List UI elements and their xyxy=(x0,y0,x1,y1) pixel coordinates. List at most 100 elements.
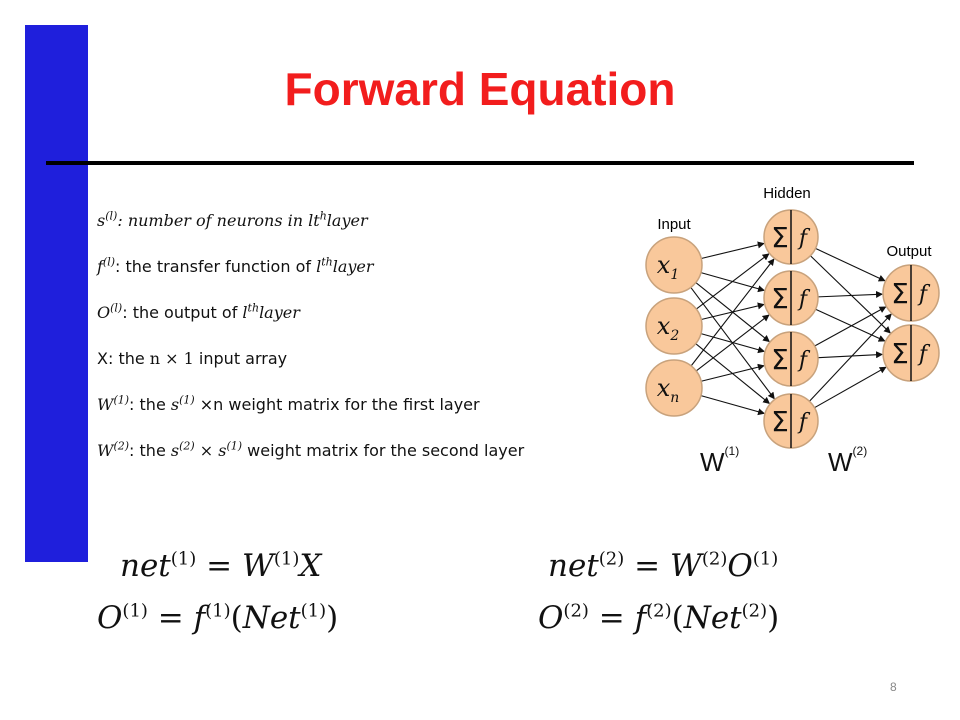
weight-w1-sup: (1) xyxy=(725,444,740,458)
def-text: : the output of xyxy=(122,303,243,322)
eq-sup: (1) xyxy=(752,548,779,570)
eq-sup: (2) xyxy=(563,600,589,622)
def-sup: (2) xyxy=(113,439,130,453)
eq-paren: ) xyxy=(767,600,780,636)
def-text2: weight matrix for the second layer xyxy=(242,441,525,460)
eq-paren: ( xyxy=(230,600,243,636)
definition-input-array: X: the n × 1 input array xyxy=(97,346,657,392)
def-sup2: th xyxy=(321,255,333,269)
def-text2: layer xyxy=(332,257,374,276)
def-sup: (l) xyxy=(110,301,123,315)
definition-transfer-function: f(l): the transfer function of lthlayer xyxy=(97,254,657,300)
def-var: f xyxy=(97,257,103,276)
eq-term: X xyxy=(299,548,322,584)
connection-arrow xyxy=(817,351,884,359)
connection-arrow xyxy=(817,290,884,298)
definition-output: O(l): the output of lthlayer xyxy=(97,300,657,346)
eq-term: net xyxy=(120,548,171,584)
eq-sup: (2) xyxy=(701,548,728,570)
title-divider xyxy=(46,161,914,165)
definition-w2: W(2): the s(2) × s(1) weight matrix for … xyxy=(97,438,657,484)
sum-symbol: Σ xyxy=(771,343,789,376)
connection-arrow xyxy=(815,247,886,282)
equation-o1: O(1) = f(1)(Net(1)) xyxy=(97,600,338,636)
def-sup2: th xyxy=(247,301,260,315)
weight-w2-sup: (2) xyxy=(853,444,868,458)
eq-equals: = xyxy=(588,600,635,636)
connection-arrow xyxy=(815,308,886,342)
def-var2: l xyxy=(242,303,248,322)
input-node: xn xyxy=(645,359,703,417)
equation-net2: net(2) = W(2)O(1) xyxy=(548,548,778,584)
def-text: : the xyxy=(129,395,171,414)
slide-title: Forward Equation xyxy=(284,63,676,115)
equation-o2: O(2) = f(2)(Net(2)) xyxy=(538,600,779,636)
input-layer-label: Input xyxy=(657,216,691,233)
input-node-subscript: n xyxy=(670,390,679,406)
def-sup2: (1) xyxy=(179,393,195,407)
connection-arrows xyxy=(690,241,892,416)
eq-term: O xyxy=(97,600,123,636)
definitions-list: s(l): number of neurons in lthlayer f(l)… xyxy=(97,208,657,484)
eq-paren: ( xyxy=(671,600,684,636)
weight-label-w2: W(2) xyxy=(828,444,867,477)
eq-term: Net xyxy=(242,600,301,636)
left-accent-bar xyxy=(25,25,88,562)
eq-term: net xyxy=(548,548,599,584)
eq-equals: = xyxy=(147,600,194,636)
def-text2: layer xyxy=(259,303,300,322)
eq-paren: ) xyxy=(326,600,339,636)
connection-arrow xyxy=(814,306,887,347)
def-var3: s xyxy=(218,441,227,460)
def-text: X: the xyxy=(97,349,150,368)
def-var2: l xyxy=(316,257,322,276)
eq-term: W xyxy=(241,548,274,584)
eq-term: O xyxy=(727,548,753,584)
input-node-circle xyxy=(645,297,703,355)
eq-sup: (1) xyxy=(300,600,327,622)
definition-w1: W(1): the s(1) ×n weight matrix for the … xyxy=(97,392,657,438)
input-node: x2 xyxy=(645,297,703,355)
connection-arrow xyxy=(700,395,766,416)
weight-w1-var: W xyxy=(700,447,725,477)
sum-symbol: Σ xyxy=(771,282,789,315)
eq-term: f xyxy=(634,600,647,636)
eq-sup: (2) xyxy=(646,600,672,622)
def-text: : the transfer function of xyxy=(115,257,317,276)
eq-sup: (2) xyxy=(741,600,768,622)
connection-arrow xyxy=(814,366,887,409)
def-sup: (l) xyxy=(102,255,116,269)
connection-arrow xyxy=(695,314,770,372)
weight-label-w1: W(1) xyxy=(700,444,739,477)
def-sup: (1) xyxy=(113,393,130,407)
def-text: number of neurons in lt xyxy=(127,211,320,230)
input-node-subscript: 2 xyxy=(669,328,679,344)
def-colon: : xyxy=(117,211,123,230)
eq-sup: (1) xyxy=(122,600,148,622)
eq-sup: (1) xyxy=(170,548,197,570)
page-number: 8 xyxy=(890,680,897,694)
sum-symbol: Σ xyxy=(891,337,909,370)
def-sup3: (1) xyxy=(226,439,243,453)
connection-arrow xyxy=(809,313,892,402)
connection-arrow xyxy=(695,253,770,310)
def-var: W xyxy=(97,441,114,460)
weight-w2-var: W xyxy=(828,447,853,477)
def-text2: ×n weight matrix for the first layer xyxy=(194,395,480,414)
input-node: x1 xyxy=(645,236,703,294)
def-mid: × xyxy=(194,441,219,460)
def-var2: s xyxy=(170,395,180,414)
eq-equals: = xyxy=(196,548,242,584)
eq-term: Net xyxy=(683,600,742,636)
definition-neurons: s(l): number of neurons in lthlayer xyxy=(97,208,657,254)
